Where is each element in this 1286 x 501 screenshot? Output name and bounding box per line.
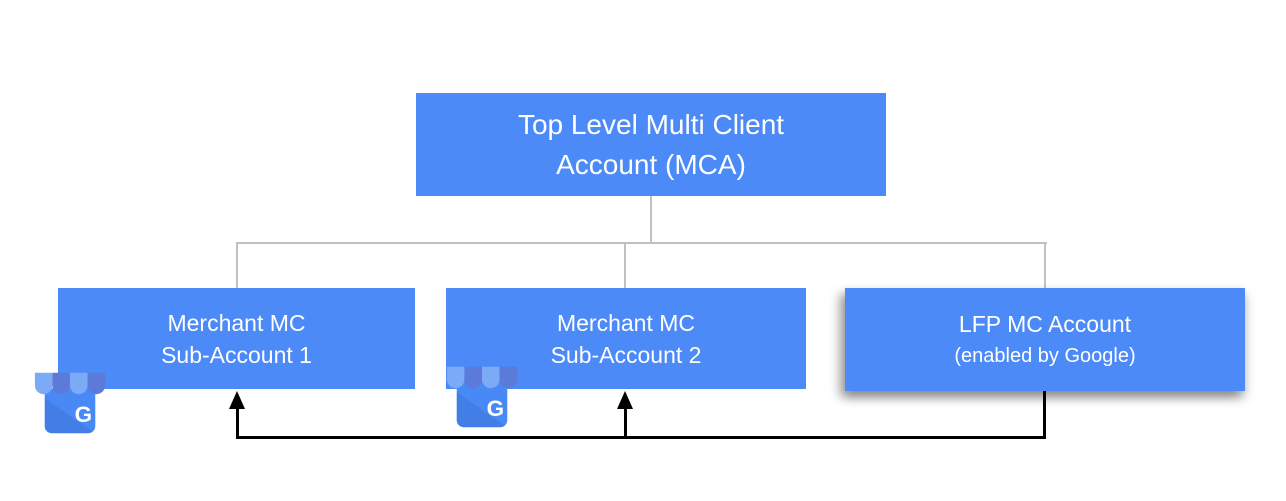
- node-label-line2: Sub-Account 2: [550, 341, 702, 368]
- feed-line-lfp-down: [1043, 391, 1046, 439]
- connector-drop-sub1: [236, 242, 238, 289]
- feed-line-up-sub1: [236, 400, 239, 439]
- node-label-line2: Sub-Account 1: [161, 341, 312, 368]
- connector-horizontal-rail: [236, 242, 1047, 244]
- node-label-line2: Account (MCA): [556, 148, 746, 180]
- node-top-level-mca: Top Level Multi Client Account (MCA): [416, 93, 886, 196]
- feed-line-up-sub2: [624, 400, 627, 439]
- connector-drop-sub2: [624, 242, 626, 289]
- node-label-line1: Top Level Multi Client: [517, 108, 785, 140]
- arrowhead-up-sub2: [617, 391, 633, 409]
- node-label-line1: LFP MC Account: [958, 310, 1132, 337]
- google-my-business-icon: [446, 364, 518, 430]
- node-label-line1: Merchant MC: [556, 309, 696, 336]
- node-lfp-mc-account: LFP MC Account (enabled by Google): [845, 288, 1245, 391]
- connector-drop-lfp: [1044, 242, 1046, 289]
- google-my-business-icon: [34, 370, 106, 436]
- feed-line-horizontal: [236, 436, 1046, 439]
- arrowhead-up-sub1: [229, 391, 245, 409]
- node-merchant-sub-account-1: Merchant MC Sub-Account 1: [58, 288, 415, 389]
- connector-root-stem: [650, 196, 652, 243]
- node-label-line2: (enabled by Google): [954, 344, 1136, 367]
- node-label-line1: Merchant MC: [167, 309, 306, 336]
